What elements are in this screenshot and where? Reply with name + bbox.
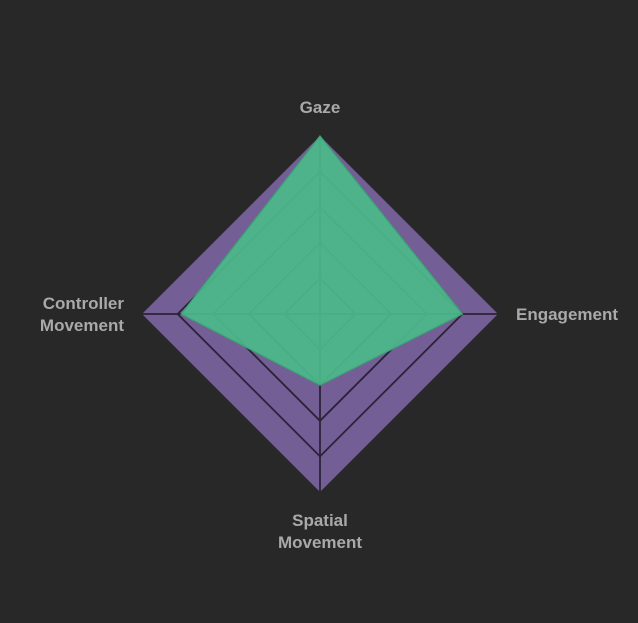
data-area [180,135,464,386]
data-point [460,312,464,316]
axis-label-line: Movement [278,533,362,552]
axis-label: Gaze [300,98,341,117]
axis-label-line: Spatial [292,511,348,530]
data-point [179,312,183,316]
data-point [318,134,322,138]
axis-label-line: Engagement [516,305,618,324]
axis-label: Engagement [516,305,618,324]
axis-label-line: Controller [43,294,125,313]
data-series [179,134,464,387]
data-point [318,383,322,387]
axis-label-line: Gaze [300,98,341,117]
axis-label-line: Movement [40,316,124,335]
